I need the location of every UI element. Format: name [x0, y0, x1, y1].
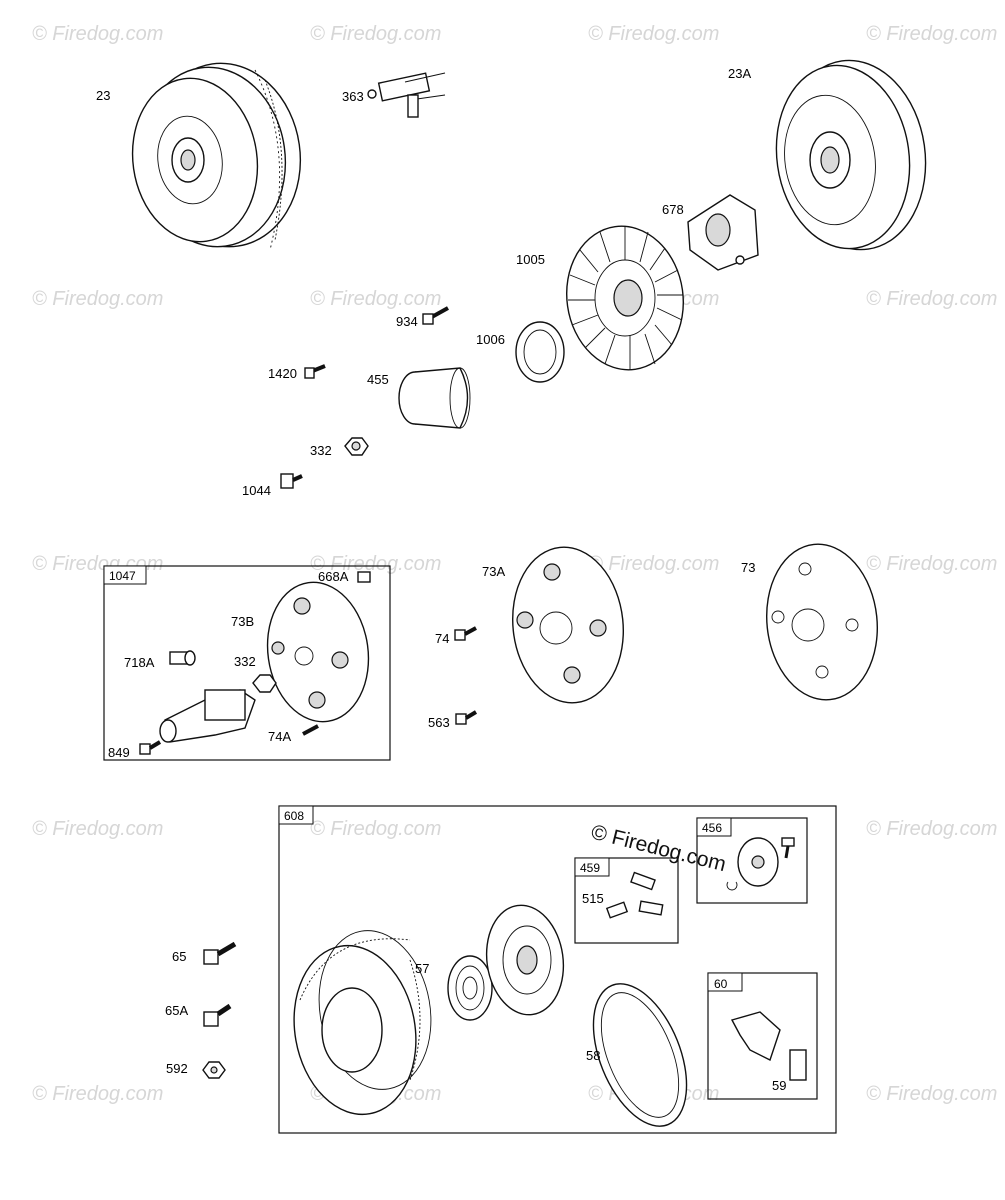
kit-1047: 1047 668A	[103, 565, 391, 761]
bracket-678	[687, 194, 759, 271]
label-1006: 1006	[476, 332, 505, 347]
label-73: 73	[741, 560, 755, 575]
label-515: 515	[582, 891, 604, 906]
stud-1044	[280, 473, 303, 489]
label-57: 57	[415, 961, 429, 976]
label-668a: 668A	[318, 569, 349, 584]
screen-1006	[515, 321, 565, 383]
label-363: 363	[342, 89, 364, 104]
flywheel-23	[131, 62, 302, 251]
watermark-text: © Firedog.com	[310, 23, 441, 45]
watermark-text: © Firedog.com	[32, 288, 163, 310]
label-718a: 718A	[124, 655, 155, 670]
kit-456: 456	[696, 817, 808, 904]
label-1005: 1005	[516, 252, 545, 267]
label-74: 74	[435, 631, 449, 646]
screen-73a	[511, 546, 625, 704]
watermark-text: © Firedog.com	[588, 23, 719, 45]
watermark-text: © Firedog.com	[866, 288, 997, 310]
label-58: 58	[586, 1048, 600, 1063]
pulley	[485, 904, 565, 1016]
kit-608-title: 608	[284, 809, 304, 823]
label-73b: 73B	[231, 614, 254, 629]
rope-58	[592, 983, 688, 1127]
label-678: 678	[662, 202, 684, 217]
screw-74a	[302, 724, 319, 736]
watermark-text: © Firedog.com	[310, 553, 441, 575]
label-563: 563	[428, 715, 450, 730]
flywheel-23a	[775, 59, 927, 251]
screw-849	[139, 740, 162, 755]
bolt-65	[203, 941, 237, 965]
screen-73	[765, 543, 879, 701]
label-65: 65	[172, 949, 186, 964]
screw-1420	[304, 364, 326, 379]
watermark-text: © Firedog.com	[588, 553, 719, 575]
label-455: 455	[367, 372, 389, 387]
label-23a: 23A	[728, 66, 751, 81]
watermark-text: © Firedog.com	[866, 553, 997, 575]
puller-363	[367, 72, 446, 118]
screw-563	[455, 710, 478, 725]
label-74a: 74A	[268, 729, 291, 744]
label-1420: 1420	[268, 366, 297, 381]
kit-459: 459 515	[574, 857, 679, 944]
kit-60-title: 60	[714, 977, 728, 991]
cup-455	[398, 367, 471, 429]
screw-934	[422, 306, 449, 325]
label-23: 23	[96, 88, 110, 103]
label-849: 849	[108, 745, 130, 760]
watermark-text: © Firedog.com	[866, 818, 997, 840]
kit-1047-title: 1047	[109, 569, 136, 583]
starter-housing	[293, 930, 432, 1116]
screw-668a	[357, 571, 371, 583]
watermark-text: © Firedog.com	[866, 1083, 997, 1105]
watermark-text: © Firedog.com	[310, 818, 441, 840]
watermark-text: © Firedog.com	[310, 288, 441, 310]
watermark-text: © Firedog.com	[32, 23, 163, 45]
label-73a: 73A	[482, 564, 505, 579]
label-332-top: 332	[310, 443, 332, 458]
watermark-text: © Firedog.com	[32, 818, 163, 840]
label-1044: 1044	[242, 483, 271, 498]
label-934: 934	[396, 314, 418, 329]
screw-74	[454, 626, 477, 641]
nut-332	[344, 437, 369, 456]
stud-718a	[169, 650, 196, 666]
bolt-65a	[203, 1003, 232, 1027]
starter-hub	[159, 689, 256, 743]
screen-73b	[266, 581, 370, 723]
label-592: 592	[166, 1061, 188, 1076]
kit-608: 608 57 58	[278, 805, 837, 1134]
label-59: 59	[772, 1078, 786, 1093]
watermark-text: © Firedog.com	[32, 1083, 163, 1105]
kit-459-title: 459	[580, 861, 600, 875]
fan-1005	[565, 225, 685, 371]
watermark-text: © Firedog.com	[866, 23, 997, 45]
spring-57	[447, 955, 493, 1021]
label-65a: 65A	[165, 1003, 188, 1018]
nut-332-kit	[252, 674, 277, 693]
kit-456-title: 456	[702, 821, 722, 835]
label-332-kit: 332	[234, 654, 256, 669]
kit-60: 60 59	[707, 972, 818, 1100]
nut-592	[202, 1061, 226, 1079]
